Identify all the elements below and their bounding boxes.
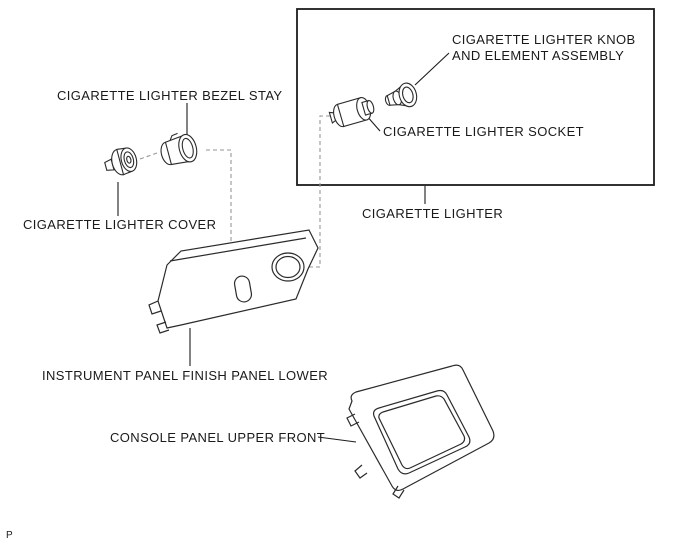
label-cigarette-lighter: CIGARETTE LIGHTER [362,206,504,221]
alignment-dashed-lines [139,115,337,281]
leader-console-panel [317,436,357,443]
console-panel-upper-front-drawing [346,364,495,499]
assembly-detail-box [296,8,655,186]
label-cigarette-lighter-cover: CIGARETTE LIGHTER COVER [23,217,217,232]
label-cigarette-lighter-socket: CIGARETTE LIGHTER SOCKET [383,124,585,139]
cigarette-lighter-knob-drawing [384,82,418,108]
label-cigarette-lighter-bezel-stay: CIGARETTE LIGHTER BEZEL STAY [57,88,283,103]
leader-knob-assembly [414,52,450,86]
cigarette-lighter-cover-drawing [104,147,138,176]
instrument-panel-finish-panel-lower-drawing [148,229,319,334]
cigarette-lighter-bezel-stay-drawing [160,132,198,166]
cigarette-lighter-socket-drawing [328,97,375,128]
page-mark: P [6,530,13,541]
label-instrument-panel-finish-panel-lower: INSTRUMENT PANEL FINISH PANEL LOWER [42,368,329,383]
label-console-panel-upper-front: CONSOLE PANEL UPPER FRONT [110,430,326,445]
label-cigarette-lighter-knob-and-element-assembly: CIGARETTE LIGHTER KNOB AND ELEMENT ASSEM… [452,32,636,63]
